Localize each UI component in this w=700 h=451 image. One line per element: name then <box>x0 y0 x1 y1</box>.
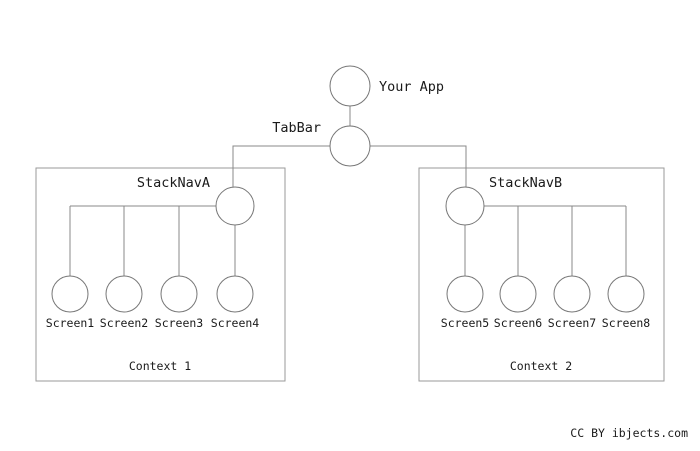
node-label-screen6: Screen6 <box>494 316 543 330</box>
node-label-tabbar: TabBar <box>272 120 321 136</box>
root-nodes-group: Your App TabBar StackNavA StackNavB <box>137 65 562 226</box>
node-label-your-app: Your App <box>379 79 444 95</box>
node-screen8[interactable] <box>607 275 645 313</box>
edges-group <box>69 106 627 276</box>
node-tabbar[interactable] <box>329 125 371 167</box>
node-screen6[interactable] <box>499 275 537 313</box>
attribution-credit: CC BY ibjects.com <box>570 426 688 440</box>
leaf-nodes-left-group: Screen1 Screen2 Screen3 Screen4 <box>46 275 260 330</box>
node-label-screen4: Screen4 <box>211 316 260 330</box>
node-screen7[interactable] <box>553 275 591 313</box>
context-box-2 <box>418 167 665 382</box>
node-stacknav-a[interactable] <box>215 186 255 226</box>
context-boxes-group <box>35 167 665 382</box>
context-box-1 <box>35 167 286 382</box>
edge-tabbar-to-stacknava <box>232 145 330 187</box>
node-label-screen7: Screen7 <box>548 316 597 330</box>
context-labels-group: Context 1 Context 2 <box>129 359 572 373</box>
node-screen5[interactable] <box>446 275 484 313</box>
node-screen2[interactable] <box>105 275 143 313</box>
leaf-nodes-right-group: Screen5 Screen6 Screen7 Screen8 <box>441 275 651 330</box>
context-label-2: Context 2 <box>510 359 572 373</box>
node-screen3[interactable] <box>160 275 198 313</box>
node-stacknav-b[interactable] <box>445 186 485 226</box>
node-label-screen3: Screen3 <box>155 316 204 330</box>
node-label-screen8: Screen8 <box>602 316 651 330</box>
edge-tabbar-to-stacknavb <box>370 145 467 187</box>
node-label-screen5: Screen5 <box>441 316 489 330</box>
node-screen1[interactable] <box>51 275 89 313</box>
node-label-stacknav-b: StackNavB <box>489 175 562 191</box>
node-label-screen2: Screen2 <box>100 316 148 330</box>
node-your-app[interactable] <box>329 65 371 107</box>
node-label-screen1: Screen1 <box>46 316 95 330</box>
node-label-stacknav-a: StackNavA <box>137 175 210 191</box>
context-label-1: Context 1 <box>129 359 191 373</box>
node-screen4[interactable] <box>216 275 254 313</box>
